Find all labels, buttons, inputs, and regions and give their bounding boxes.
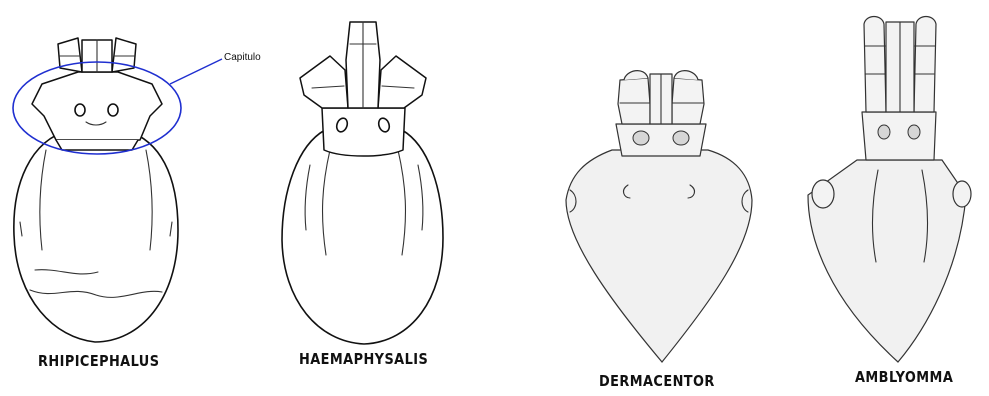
haemaphysalis-body [282,130,443,344]
rhipicephalus-capitulum [32,72,162,140]
rhipicephalus-drawing [13,38,222,342]
genus-label-rhipicephalus: RHIPICEPHALUS [38,352,159,370]
dermacentor-palp-left [618,78,650,124]
dermacentor-palp-right [672,78,704,124]
haemaphysalis-palp-right [378,56,426,108]
haemaphysalis-palp-left [300,56,348,108]
capitulo-callout-label: Capitulo [224,52,261,63]
genus-label-haemaphysalis: HAEMAPHYSALIS [299,350,428,368]
amblyomma-palp-right [914,17,936,113]
rhipicephalus-body [14,130,178,342]
dermacentor-body [566,150,752,362]
amblyomma-palp-left [864,17,886,113]
amblyomma-drawing [808,17,971,363]
dermacentor-basis-capituli [616,124,706,156]
amblyomma-basis-capituli [862,112,936,160]
dermacentor-drawing [566,71,752,362]
capitulo-callout-line [170,59,222,84]
haemaphysalis-basis-capituli [322,108,405,156]
haemaphysalis-drawing [282,22,443,344]
genus-label-dermacentor: DERMACENTOR [599,372,715,390]
genus-label-amblyomma: AMBLYOMMA [855,368,953,386]
